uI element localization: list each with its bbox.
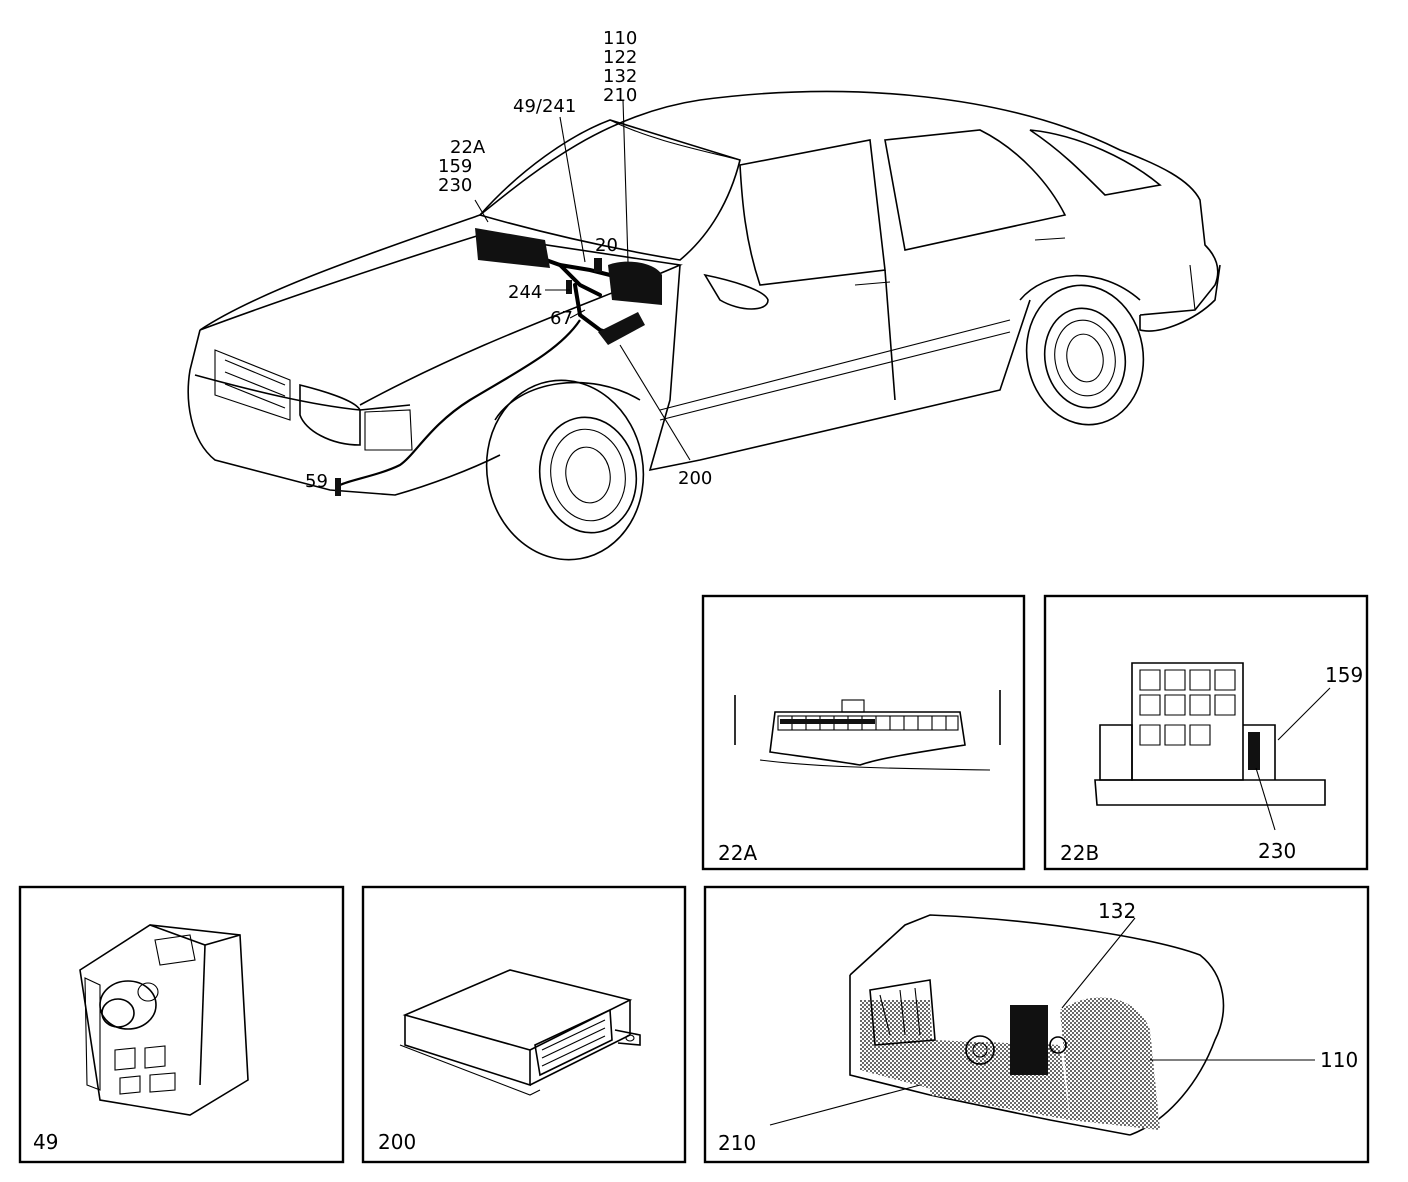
panel-49-title: 49 [33,1130,58,1154]
callout-159: 159 [438,156,472,177]
panel-210: 132 110 210 [703,885,1370,1164]
panel-210-title: 210 [718,1131,756,1155]
panel-22A-title: 22A [718,841,757,865]
callout-200: 200 [678,468,712,489]
callout-67: 67 [550,308,573,329]
panel-49: 49 [18,885,345,1164]
control-unit-illustration [399,969,641,1096]
panel-200: 200 [361,885,687,1164]
callout-132: 132 [603,66,637,87]
callout-110: 110 [603,28,637,49]
callout-20: 20 [595,235,618,256]
callout-122: 122 [603,47,637,68]
panel-210-callout-132: 132 [1098,899,1136,923]
callout-244: 244 [508,282,542,303]
panel-22B: 159 230 22B [1043,594,1369,871]
ignition-module-illustration [79,924,249,1116]
panel-22A: 22A [701,594,1026,871]
panel-22B-callout-230: 230 [1258,839,1296,863]
panel-22B-title: 22B [1060,841,1099,865]
callout-210: 210 [603,85,637,106]
panel-22B-callout-159: 159 [1325,663,1363,687]
callout-59: 59 [305,471,328,492]
callout-49-241: 49/241 [513,96,576,117]
car-illustration [187,90,1221,561]
callout-22A: 22A [450,137,486,158]
panel-200-title: 200 [378,1130,416,1154]
car-callouts: 110 122 132 210 49/241 22A 159 230 20 24… [305,28,712,492]
panel-210-callout-110: 110 [1320,1048,1358,1072]
instrument-cluster-illustration [769,914,1315,1136]
connector-pins [777,715,959,731]
callout-230: 230 [438,175,472,196]
